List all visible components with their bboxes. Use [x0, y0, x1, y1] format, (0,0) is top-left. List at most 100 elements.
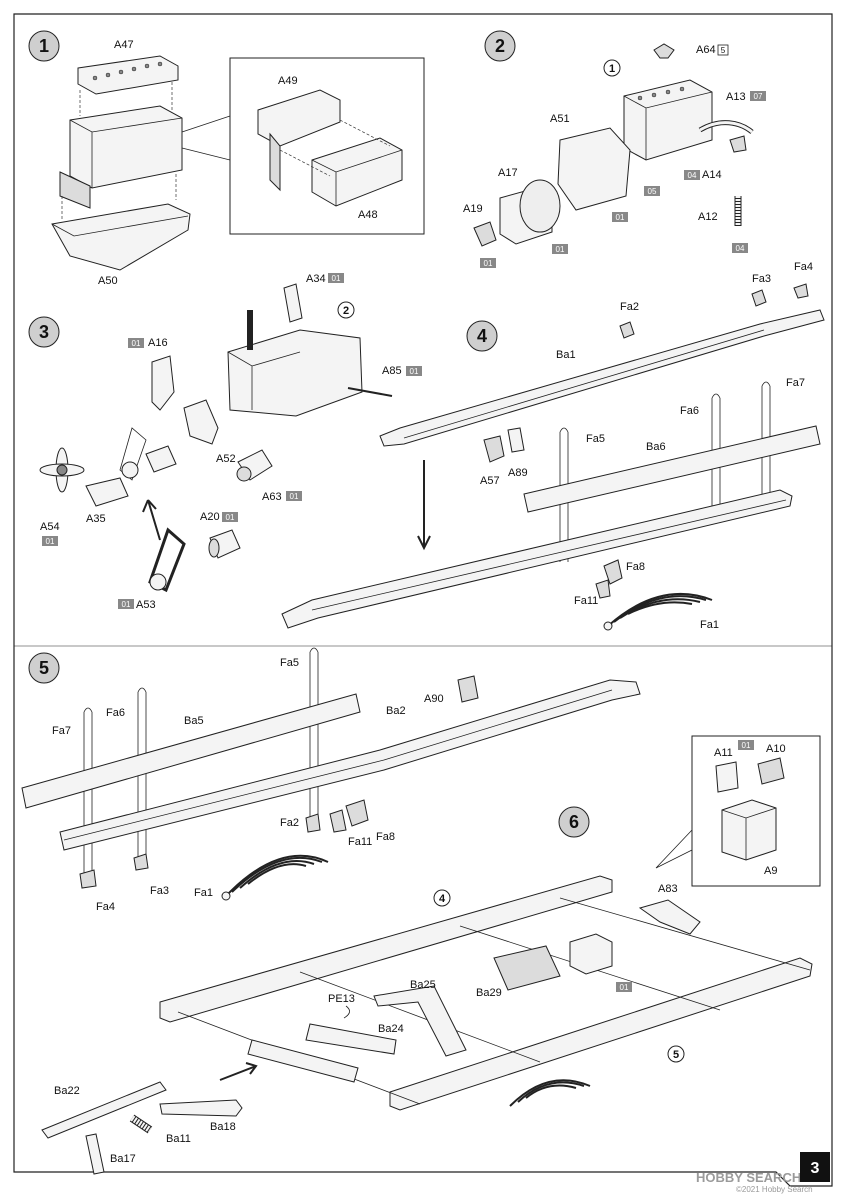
leaf-spring-fa1 [603, 593, 713, 631]
crossmember-a83 [638, 899, 701, 935]
svg-text:01: 01 [410, 367, 419, 376]
svg-text:01: 01 [332, 274, 341, 283]
label-Ba1: Ba1 [556, 349, 576, 361]
frame-rail-lower [281, 489, 793, 629]
label-A52: A52 [216, 453, 236, 465]
axle-assembly [247, 1039, 359, 1083]
label-Ba2: Ba2 [386, 705, 406, 717]
ref-step-5: 5 [673, 1049, 679, 1061]
label-Fa5: Fa5 [280, 657, 299, 669]
bumper-ba22 [41, 1081, 167, 1139]
svg-text:01: 01 [290, 492, 299, 501]
label-A57: A57 [480, 475, 500, 487]
step-number: 1 [39, 36, 49, 56]
label-Ba22: Ba22 [54, 1085, 80, 1097]
u-bolt-fa5 [309, 647, 319, 820]
svg-text:01: 01 [484, 259, 493, 268]
svg-text:01: 01 [556, 245, 565, 254]
svg-text:05: 05 [648, 187, 657, 196]
crossmember-ba29 [493, 945, 561, 991]
label-Fa7: Fa7 [786, 377, 805, 389]
label-Fa1: Fa1 [194, 887, 213, 899]
step-number: 5 [39, 658, 49, 678]
label-Fa2: Fa2 [620, 301, 639, 313]
bracket-a90 [457, 675, 479, 703]
label-A20: A20 [200, 511, 220, 523]
label-A90: A90 [424, 693, 444, 705]
leaf-spring-fa1 [221, 854, 329, 901]
oil-pan-a50 [51, 203, 191, 271]
label-Fa3: Fa3 [150, 885, 169, 897]
svg-text:5: 5 [721, 46, 726, 55]
label-Ba17: Ba17 [110, 1153, 136, 1165]
label-Ba11: Ba11 [166, 1133, 191, 1145]
step-number: 3 [39, 322, 49, 342]
step-5: 5 Fa5 Fa6 Fa7 A90 Ba5 Ba2 Fa2 Fa3 Fa4 Fa… [21, 647, 641, 913]
label-PE13: PE13 [328, 993, 355, 1005]
bracket-a35 [85, 477, 129, 507]
label-A53: A53 [136, 599, 156, 611]
shackle-fa8 [603, 559, 623, 585]
bracket-ba17 [85, 1133, 105, 1175]
arrow-icon [417, 460, 431, 551]
label-Fa5: Fa5 [586, 433, 605, 445]
arrow-icon [142, 499, 161, 541]
svg-text:01: 01 [620, 983, 629, 992]
bracket-a57 [483, 435, 505, 463]
label-A64: A64 [696, 44, 716, 56]
label-Fa4: Fa4 [96, 901, 115, 913]
label-A54: A54 [40, 521, 60, 533]
u-bolt-fa7 [83, 707, 93, 876]
bracket-a16 [151, 355, 175, 411]
clip-fa3 [133, 853, 149, 871]
clip-fa2 [305, 813, 321, 833]
label-A47: A47 [114, 39, 134, 51]
step-badge [28, 30, 60, 62]
label-Ba29: Ba29 [476, 987, 502, 999]
label-A16: A16 [148, 337, 168, 349]
label-A83: A83 [658, 883, 678, 895]
label-A35: A35 [86, 513, 106, 525]
label-Fa6: Fa6 [680, 405, 699, 417]
arrow-icon [219, 1062, 258, 1081]
step-6: 6 A11 01 A10 A9 A83 4 5 [41, 735, 821, 1175]
label-Fa7: Fa7 [52, 725, 71, 737]
cover-a19 [473, 221, 497, 247]
panel-a10 [757, 757, 785, 785]
svg-text:07: 07 [754, 92, 763, 101]
timing-cover-a52 [183, 399, 219, 445]
label-Ba6: Ba6 [646, 441, 666, 453]
step-number: 2 [495, 36, 505, 56]
shackle-fa11 [329, 809, 347, 833]
svg-text:04: 04 [736, 244, 745, 253]
block-half-a49 [257, 89, 341, 147]
etch-pe13 [343, 1005, 350, 1019]
label-A9: A9 [764, 865, 777, 877]
label-A63: A63 [262, 491, 282, 503]
step-number: 6 [569, 812, 579, 832]
ref-step-2: 2 [343, 305, 349, 317]
engine-block [69, 105, 183, 189]
frame-rail-ba2 [59, 679, 641, 851]
label-A51: A51 [550, 113, 570, 125]
step-2: 2 1 A64 5 A13 07 A51 01 05 A17 01 [463, 30, 766, 268]
page-number-box [800, 1152, 830, 1182]
svg-text:01: 01 [742, 741, 751, 750]
chassis-assembly [159, 875, 813, 1111]
crossmember-ba24 [305, 1023, 397, 1055]
label-A34: A34 [306, 273, 326, 285]
ref-step-4: 4 [439, 893, 446, 905]
battery-box [569, 933, 613, 975]
fitting-a14 [729, 135, 747, 153]
label-Fa1: Fa1 [700, 619, 719, 631]
label-A14: A14 [702, 169, 722, 181]
page-number: 3 [811, 1160, 820, 1177]
svg-text:01: 01 [122, 600, 131, 609]
filler-cap-a64 [653, 43, 675, 59]
svg-text:04: 04 [688, 171, 697, 180]
rod-ba18 [159, 1099, 243, 1117]
clip-fa3 [751, 289, 767, 307]
watermark: HOBBY SEARCH ©2021 Hobby Search [696, 1170, 813, 1194]
watermark-copyright: ©2021 Hobby Search [736, 1185, 813, 1194]
label-Fa6: Fa6 [106, 707, 125, 719]
